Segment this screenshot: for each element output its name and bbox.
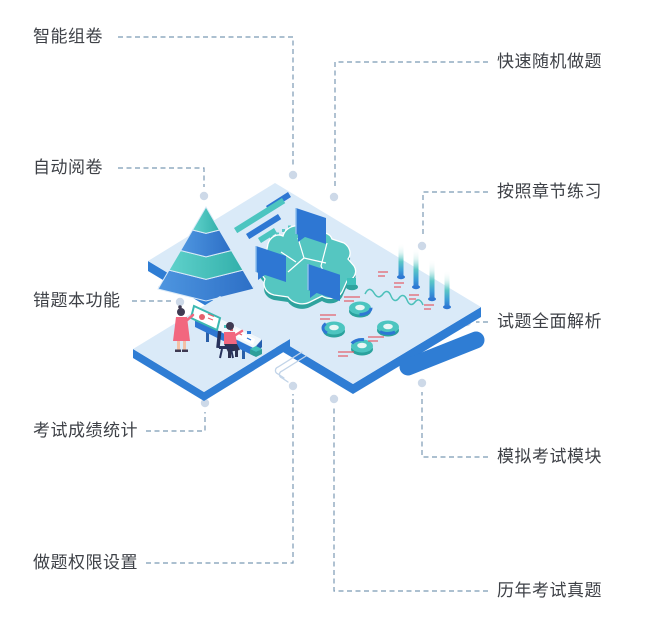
connector-dot <box>199 191 209 201</box>
small-platform <box>133 296 290 401</box>
screen-panel-icon <box>307 264 340 301</box>
standing-person-icon <box>173 305 195 352</box>
connector-lines <box>118 36 488 592</box>
bar-annotation-marks <box>378 271 434 310</box>
feature-label-smart-paper: 智能组卷 <box>33 27 103 46</box>
connector-dot <box>288 381 298 391</box>
console-screen-icon <box>189 304 222 332</box>
donut-chart-icon <box>347 300 373 318</box>
feature-label-auto-grading: 自动阅卷 <box>33 158 103 177</box>
platform-road <box>274 351 307 383</box>
map-screens <box>255 208 340 301</box>
feature-label-permission: 做题权限设置 <box>33 553 138 572</box>
feature-label-past-papers: 历年考试真题 <box>497 581 602 600</box>
ramp-icon <box>399 331 485 376</box>
donut-chart-icon <box>321 320 347 338</box>
connector-line-smart-paper <box>118 36 294 166</box>
connector-dot <box>288 170 298 180</box>
connector-dot <box>329 192 339 202</box>
feature-label-wrong-book: 错题本功能 <box>33 291 121 310</box>
donut-chart-icon <box>375 319 401 337</box>
connector-line-mock-exam <box>421 392 488 458</box>
feature-label-full-analysis: 试题全面解析 <box>497 312 602 331</box>
connector-line-permission <box>146 394 294 564</box>
connector-dot <box>417 241 427 251</box>
connector-line-auto-grading <box>118 167 205 187</box>
connector-line-chapter-practice <box>422 191 488 237</box>
connector-line-past-papers <box>333 407 488 592</box>
connector-dot <box>200 398 210 408</box>
connector-line-score-stats <box>146 412 206 432</box>
feature-label-mock-exam: 模拟考试模块 <box>497 447 602 466</box>
connector-dot <box>417 378 427 388</box>
screen-panel-icon <box>255 246 286 282</box>
donut-charts <box>321 300 401 356</box>
glowing-bar-chart-icon <box>378 243 451 310</box>
connector-dot <box>329 394 339 404</box>
console-side-box <box>250 346 262 357</box>
feature-label-score-stats: 考试成绩统计 <box>33 421 138 440</box>
donut-chart-icon <box>349 338 375 356</box>
connector-dot <box>175 297 185 307</box>
map-pin-cube-icon <box>346 278 358 291</box>
connector-line-random-quiz <box>334 61 488 188</box>
trend-line-icon <box>364 288 424 306</box>
annotation-marks <box>320 296 384 357</box>
pyramid-chart-icon <box>157 206 255 302</box>
sitting-person-icon <box>216 322 244 359</box>
bar-strips-icon <box>234 192 291 247</box>
screen-panel-icon <box>295 208 326 244</box>
feature-label-chapter-practice: 按照章节练习 <box>497 182 602 201</box>
feature-label-random-quiz: 快速随机做题 <box>497 52 602 71</box>
